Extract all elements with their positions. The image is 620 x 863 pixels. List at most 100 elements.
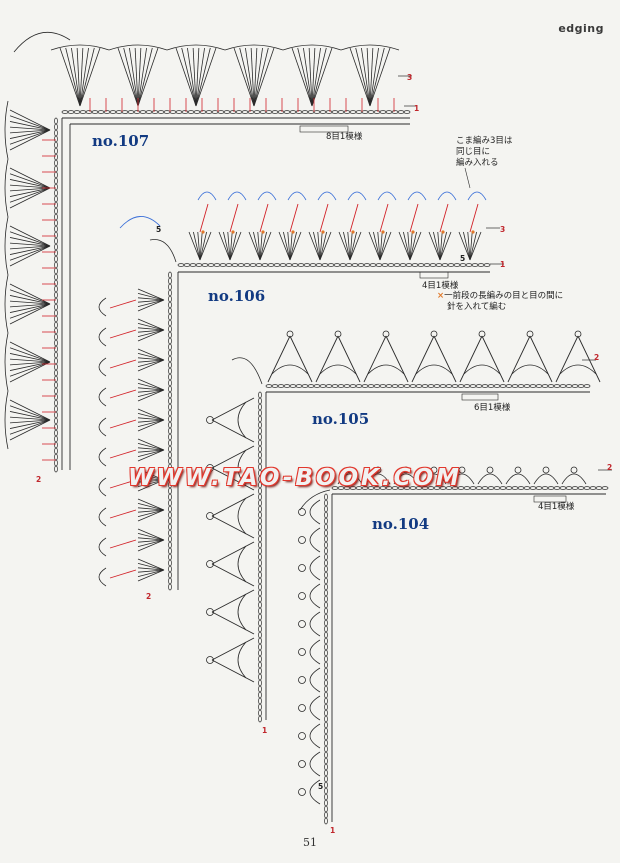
no107-chain-row-v [54, 369, 58, 377]
no104-chain-row-h [589, 486, 597, 490]
no106-shell-h [433, 231, 441, 261]
no107-chain-row-h [73, 110, 81, 114]
no107-arc-h [50, 44, 110, 51]
no106-chain-row-h [477, 263, 485, 267]
no106-chain-row-v [168, 421, 172, 429]
no106-chain-row-v [168, 325, 172, 333]
no106-chain-row-h [339, 263, 347, 267]
no105-chain-row-h [301, 384, 309, 388]
no104-picot-v [298, 508, 306, 516]
no106-shell-v [137, 569, 165, 582]
no105-chain-row-v [258, 709, 262, 717]
no104-chain-row-v [324, 799, 328, 807]
no106-chain-row-v [168, 307, 172, 315]
no106-diag-red-v [109, 389, 137, 399]
no104-chain-row-v [324, 529, 328, 537]
no106-shell-h [349, 231, 353, 261]
no106-shell-v [137, 389, 165, 393]
no107-fan-v [9, 187, 51, 203]
no104-picot-v [298, 788, 306, 796]
no105-corner [231, 357, 263, 385]
no106-shell-v [137, 299, 165, 307]
no106-shell-v [137, 563, 165, 571]
no106-chain-row-h [249, 263, 257, 267]
no106-chain-row-h [357, 263, 365, 267]
no106-orange-x [381, 230, 385, 234]
no105-triangle-vb [211, 563, 255, 587]
no104-chain-row-h [523, 486, 531, 490]
no104-chain-row-v [324, 805, 328, 813]
no106-chain-row-h [267, 263, 275, 267]
no106-shell-h [437, 231, 441, 261]
no105-chain-row-v [258, 415, 262, 423]
no104-chain-row-v [324, 781, 328, 789]
no104-chain-row-v [324, 595, 328, 603]
note-line-2: 同じ目に [456, 147, 491, 157]
no107-fan-h [349, 47, 371, 107]
no107-chain-row-h [91, 110, 99, 114]
no107-fan-h [129, 47, 139, 107]
no106-shell-v [137, 329, 165, 333]
no107-chain-row-h [319, 110, 327, 114]
no106-shell-v [137, 329, 165, 342]
no106-chain-row-v [168, 535, 172, 543]
no107-fan-h [233, 47, 255, 107]
no106-chain-row-h [471, 263, 479, 267]
no105-chain-row-h [277, 384, 285, 388]
no104-chain-row-v [324, 757, 328, 765]
no107-fan-h [59, 47, 81, 107]
no104-chain-row-v [324, 679, 328, 687]
no106-shell-v [137, 348, 165, 361]
no105-mesh-arc [319, 364, 357, 375]
no105-picot [478, 330, 486, 338]
no106-diag-red-v [109, 419, 137, 429]
no104-chain-row-h [583, 486, 591, 490]
no106-chain-row-v [168, 511, 172, 519]
no107-arc-v [4, 100, 9, 160]
no107-chain-row-v [54, 399, 58, 407]
no106-shell-h [319, 231, 327, 261]
no105-chain-row-h [349, 384, 357, 388]
no107-chain-row-h [265, 110, 273, 114]
no105-chain-row-v [258, 457, 262, 465]
no107-chain-row-h [181, 110, 189, 114]
no106-chain-row-v [168, 553, 172, 561]
no104-chain-row-v [324, 733, 328, 741]
no106-orange-x [351, 230, 355, 234]
no104-chain-row-v [324, 607, 328, 615]
no107-fan-v [9, 184, 51, 189]
no107-chain-row-h [343, 110, 351, 114]
no107-chain-row-h [61, 110, 69, 114]
no104-picot-v [298, 592, 306, 600]
no105-chain-row-h [313, 384, 321, 388]
no107-chain-row-h [241, 110, 249, 114]
no107-fan-h [137, 47, 153, 107]
no107-fan-v [9, 225, 51, 247]
no105-chain-row-v [258, 559, 262, 567]
no107-fan-h [123, 47, 139, 107]
no105-chain-row-h [283, 384, 291, 388]
no107-chain-row-h [199, 110, 207, 114]
no106-picot-arc [197, 191, 217, 201]
no104-scallop-v [309, 695, 321, 721]
repeat-label-no107: 8目1模様 [326, 132, 363, 142]
no107-chain-row-v [54, 417, 58, 425]
no105-chain-row-v [258, 655, 262, 663]
no104-picot-v [298, 760, 306, 768]
no105-picot [574, 330, 582, 338]
no104-scallop-v [309, 527, 321, 553]
no104-chain-row-h [487, 486, 495, 490]
no106-chain-row-v [168, 499, 172, 507]
no107-chain-row-h [307, 110, 315, 114]
no107-chain-row-h [133, 110, 141, 114]
note-insert-between-stitches: ×一前段の長編みの目と目の間に 針を入れて編む [437, 291, 563, 313]
no107-fan-h [137, 47, 159, 107]
no107-chain-row-h [373, 110, 381, 114]
no106-shell-v [137, 537, 165, 541]
no106-chain-row-h [375, 263, 383, 267]
no107-chain-row-v [54, 273, 58, 281]
no104-chain-row-v [324, 523, 328, 531]
no106-shell-v [137, 299, 165, 303]
no105-picot [334, 330, 342, 338]
no106-chain-row-v [168, 565, 172, 573]
